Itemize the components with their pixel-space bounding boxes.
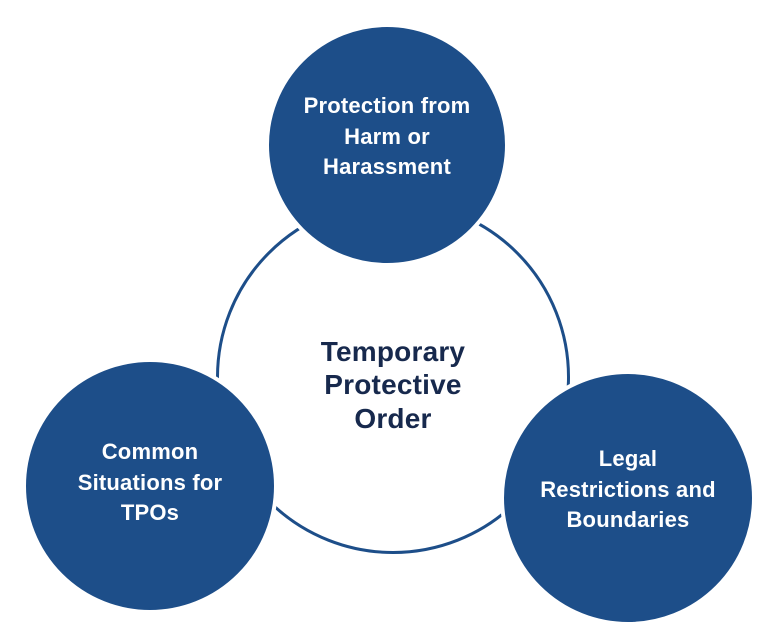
- node-protection-from-harm: Protection from Harm or Harassment: [265, 23, 509, 267]
- node-label: Protection from Harm or Harassment: [303, 93, 471, 180]
- node-common-situations: Common Situations for TPOs: [22, 358, 278, 614]
- node-label: Common Situations for TPOs: [77, 439, 223, 526]
- node-legal-restrictions: Legal Restrictions and Boundaries: [500, 370, 756, 626]
- node-label: Legal Restrictions and Boundaries: [540, 446, 716, 533]
